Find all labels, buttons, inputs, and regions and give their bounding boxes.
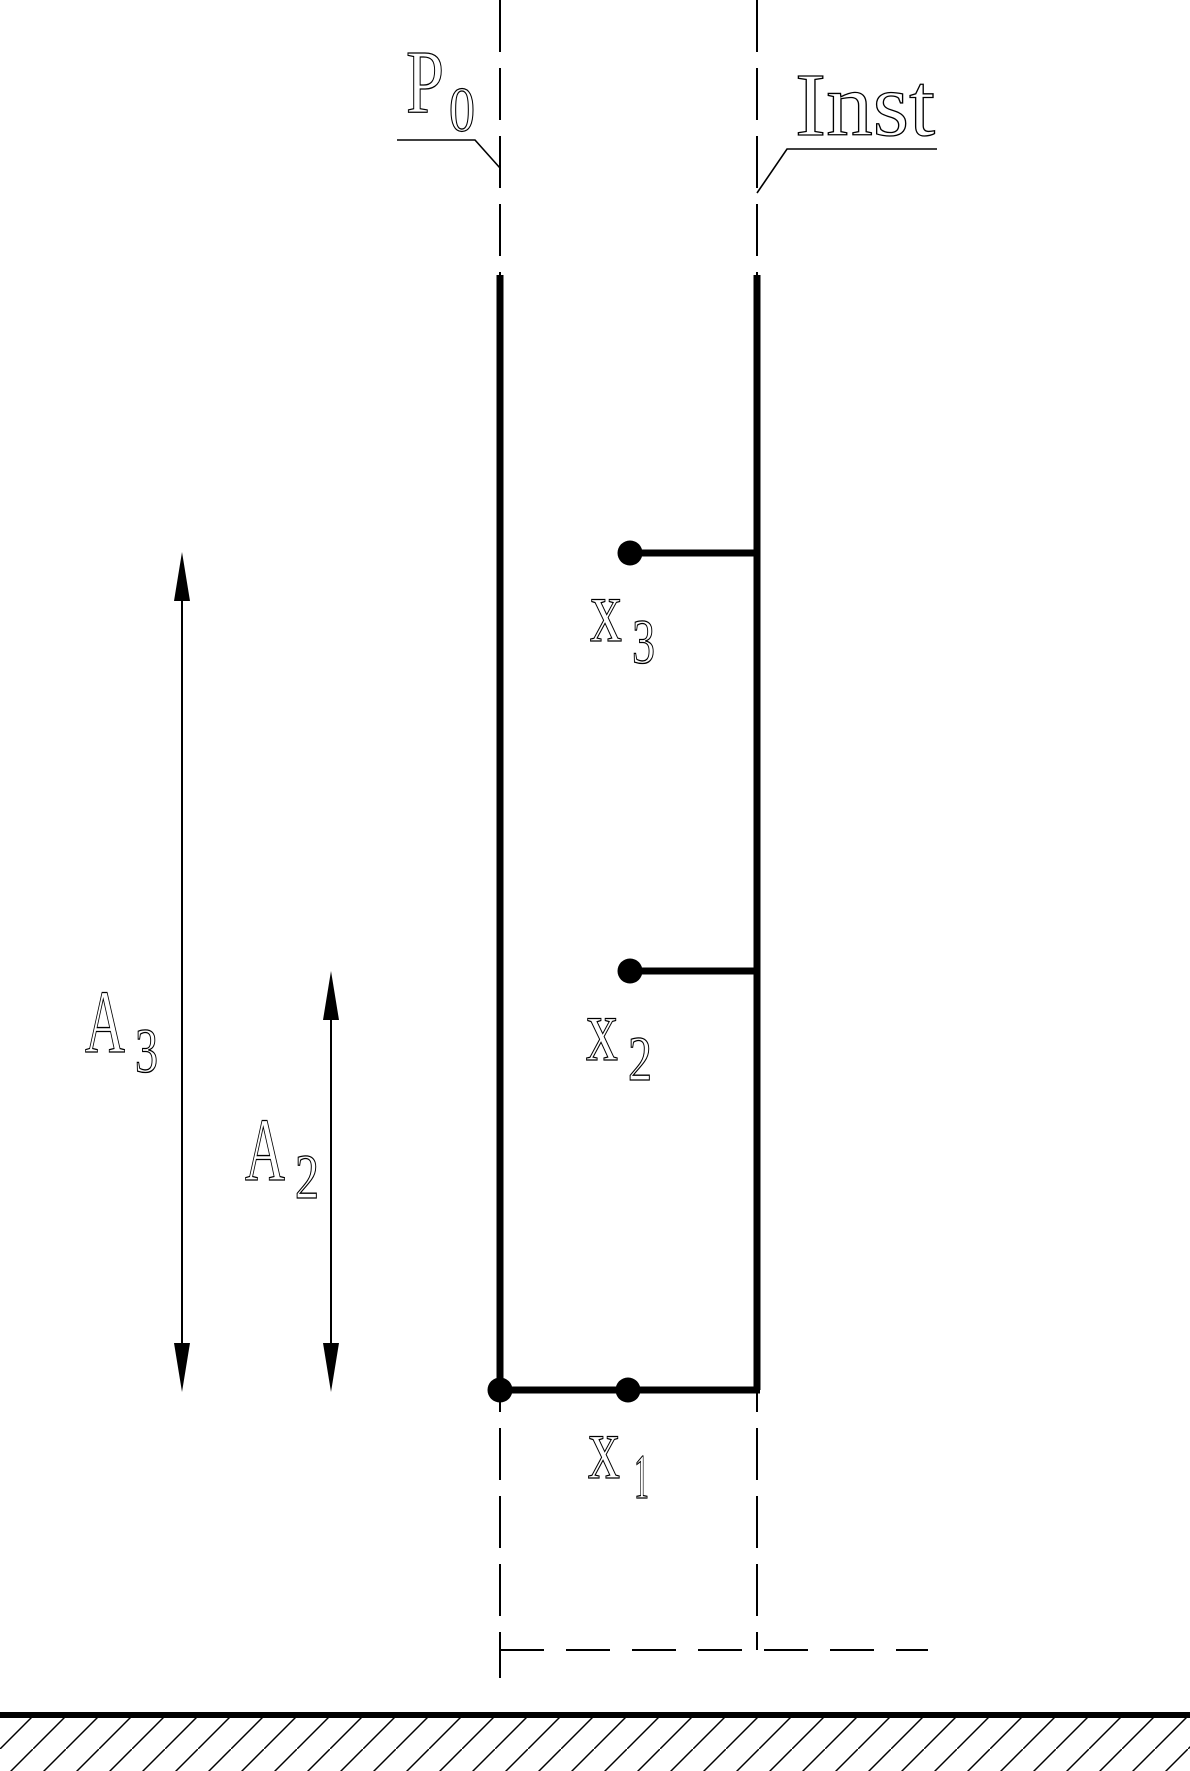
a2-arrowhead-down-icon xyxy=(323,1343,339,1392)
point-dot-x1 xyxy=(615,1377,641,1403)
label-x3-base: x xyxy=(590,562,622,661)
a3-arrowhead-up-icon xyxy=(174,552,190,601)
label-x2-base: x xyxy=(586,981,618,1080)
label-a2-sub: 2 xyxy=(295,1141,319,1212)
point-dot-x3 xyxy=(617,540,643,566)
label-a3-base: A xyxy=(85,973,125,1072)
label-x1-sub: 1 xyxy=(634,1441,649,1512)
label-p0-base: P xyxy=(406,33,444,132)
p0-leader-line xyxy=(397,139,501,169)
label-x2-sub: 2 xyxy=(628,1023,652,1094)
label-p0: P0 xyxy=(406,33,475,145)
a3-arrowhead-down-icon xyxy=(174,1343,190,1392)
a2-arrowhead-up-icon xyxy=(323,971,339,1020)
label-a2-base: A xyxy=(245,1101,285,1200)
label-a3-sub: 3 xyxy=(135,1015,158,1086)
label-inst: Inst xyxy=(795,56,935,155)
point-dot-x2 xyxy=(617,958,643,984)
label-p0-sub: 0 xyxy=(449,74,475,145)
label-x1-base: x xyxy=(588,1399,620,1498)
point-dot-p0-base xyxy=(487,1377,513,1403)
inst-leader-line xyxy=(756,148,937,194)
label-x3-sub: 3 xyxy=(632,606,655,677)
label-inst-base: Inst xyxy=(795,56,935,155)
ground-hatch xyxy=(0,1718,1190,1771)
